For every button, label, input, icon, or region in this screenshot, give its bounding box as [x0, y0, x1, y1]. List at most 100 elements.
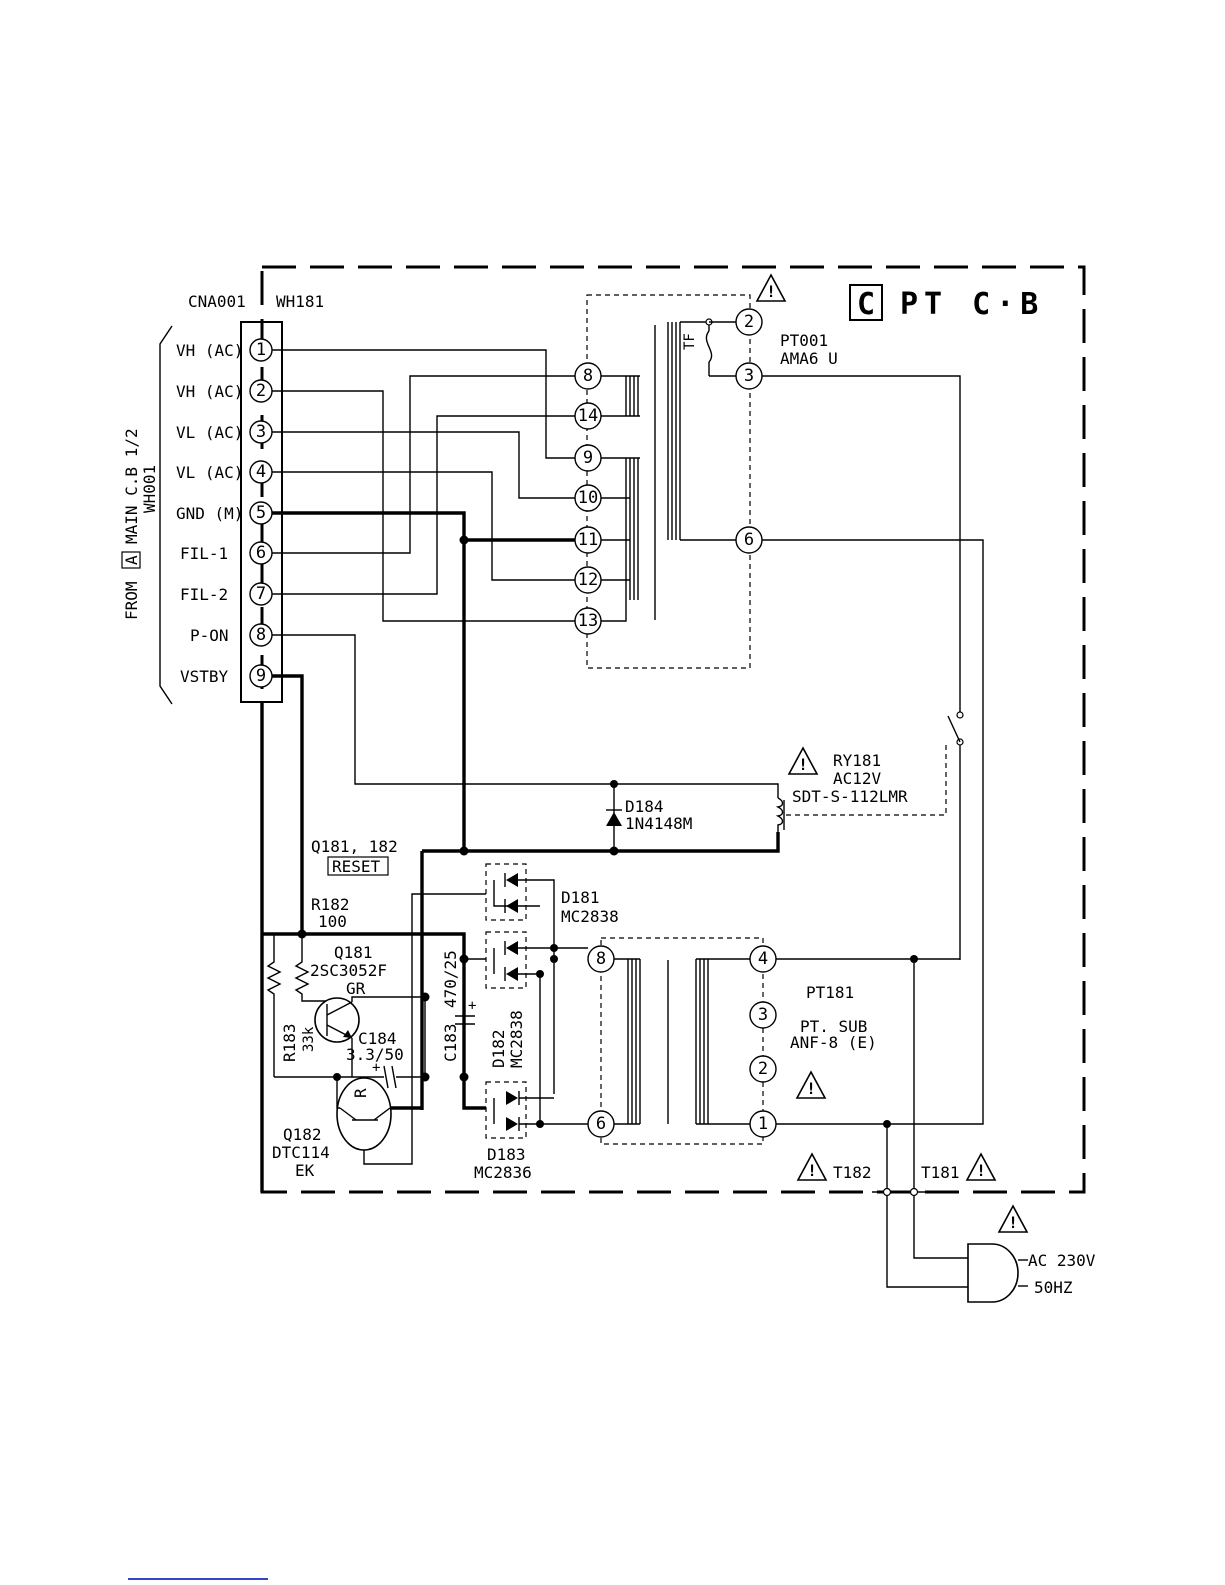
- svg-text:+: +: [372, 1060, 380, 1076]
- svg-text:!: !: [807, 1161, 817, 1180]
- svg-text:2: 2: [256, 381, 266, 401]
- d182-package: [485, 931, 527, 989]
- svg-text:!: !: [798, 755, 808, 774]
- pt001-part: AMA6 U: [780, 349, 838, 368]
- reset-refs: Q181, 182: [311, 837, 398, 856]
- pt001-outline: [586, 294, 751, 669]
- pt001-pin-13: 13: [574, 607, 602, 635]
- svg-text:9: 9: [256, 666, 266, 686]
- junction-dot: [459, 1072, 469, 1082]
- pt001-pin-2: 2: [735, 308, 763, 336]
- svg-text:4: 4: [256, 462, 266, 482]
- svg-text:2: 2: [744, 312, 754, 332]
- c184-ref: C184: [358, 1029, 397, 1048]
- capacitor-c183: +: [424, 959, 476, 1077]
- reset-box: [327, 856, 389, 876]
- pt001-pin-3: 3: [735, 362, 763, 390]
- c184-value: 3.3/50: [346, 1045, 404, 1064]
- connector-pin-2: 2 VH (AC): [176, 379, 273, 403]
- svg-text:13: 13: [578, 611, 598, 631]
- pt001-output-wiring: [762, 375, 984, 1125]
- connector-pin-9: 9 VSTBY: [180, 664, 273, 688]
- c183-ref: C183: [441, 1023, 460, 1062]
- capacitor-c184: +: [274, 1060, 425, 1089]
- footer-link-underline[interactable]: [128, 1578, 268, 1580]
- relay-ry181: [775, 711, 964, 960]
- q182-ref: Q182: [283, 1125, 322, 1144]
- svg-text:VSTBY: VSTBY: [180, 667, 229, 686]
- q182-suffix: EK: [295, 1161, 315, 1180]
- d183-package: [485, 1081, 527, 1139]
- warning-icon: !: [966, 1153, 996, 1181]
- svg-text:6: 6: [256, 543, 266, 563]
- r182-value: 100: [318, 912, 347, 931]
- svg-text:8: 8: [256, 625, 266, 645]
- pt181-pin-6: 6: [587, 1110, 615, 1138]
- svg-text:VL (AC): VL (AC): [176, 463, 243, 482]
- connector-pin-6: 6 FIL-1: [180, 541, 273, 565]
- svg-text:9: 9: [583, 448, 593, 468]
- warning-icon: !: [756, 274, 786, 302]
- pt181-part: ANF-8 (E): [790, 1033, 877, 1052]
- svg-text:1: 1: [758, 1114, 768, 1134]
- d184-ref: D184: [625, 797, 664, 816]
- svg-text:!: !: [766, 282, 776, 301]
- pt181-windings: [614, 958, 750, 1125]
- svg-text:VH (AC): VH (AC): [176, 341, 243, 360]
- svg-text:FIL-1: FIL-1: [180, 544, 228, 563]
- t182-label: T182: [833, 1163, 872, 1182]
- svg-text:12: 12: [578, 570, 598, 590]
- pt001-pin-10: 10: [574, 484, 602, 512]
- svg-text:14: 14: [578, 406, 598, 426]
- junction-dot: [459, 535, 469, 545]
- svg-text:10: 10: [578, 488, 598, 508]
- mains-wiring: [872, 959, 968, 1288]
- diode-d184: [606, 784, 622, 851]
- d184-part: 1N4148M: [625, 814, 692, 833]
- d183-diodes: [493, 1091, 554, 1131]
- pt001-winding-primary: [667, 322, 681, 540]
- q181-ref: Q181: [334, 943, 373, 962]
- pt001-pin-8: 8: [574, 362, 602, 390]
- svg-text:TF: TF: [682, 333, 698, 350]
- resistor-r183: [266, 934, 282, 1077]
- pt001-ref: PT001: [780, 331, 828, 350]
- d183-ref: D183: [487, 1145, 526, 1164]
- junction-dot: [459, 846, 469, 856]
- svg-text:8: 8: [583, 366, 593, 386]
- source-label: FROM A MAIN C.B 1/2 WH001: [121, 428, 159, 620]
- connector-pin-8: 8P-ON: [190, 623, 273, 647]
- connector-pin-1: 1 VH (AC): [176, 338, 273, 362]
- transistor-q181: [314, 996, 425, 1077]
- thermal-fuse: TF: [682, 318, 736, 377]
- svg-text:!: !: [806, 1079, 816, 1098]
- pt001-taps: [600, 321, 736, 622]
- svg-text:2: 2: [758, 1059, 768, 1079]
- pt001-pin-6: 6: [735, 526, 763, 554]
- svg-text:6: 6: [744, 530, 754, 550]
- svg-text:A: A: [122, 555, 141, 565]
- connector-wiring: [272, 349, 779, 798]
- t181-label: T181: [921, 1163, 960, 1182]
- svg-text:3: 3: [758, 1005, 768, 1025]
- svg-text:FIL-2: FIL-2: [180, 585, 228, 604]
- mains-frequency: 50HZ: [1034, 1278, 1073, 1297]
- pt001-pin-9: 9: [574, 444, 602, 472]
- svg-text:11: 11: [578, 530, 598, 550]
- q181-rank: GR: [346, 979, 366, 998]
- board-title: PT C·B: [900, 287, 1044, 322]
- d183-part: MC2836: [474, 1163, 532, 1182]
- r183-value: 33k: [301, 1026, 317, 1052]
- svg-text:1: 1: [256, 340, 266, 360]
- connector-wire: WH181: [276, 292, 324, 311]
- board-letter: C: [857, 287, 875, 322]
- svg-text:!: !: [1008, 1213, 1018, 1232]
- c183-value: 470/25: [441, 950, 460, 1008]
- q182-part: DTC114: [272, 1143, 330, 1162]
- ry181-part: SDT-S-112LMR: [792, 787, 908, 806]
- ry181-ref: RY181: [833, 751, 881, 770]
- pt181-pin-2: 2: [749, 1055, 777, 1083]
- svg-text:VH (AC): VH (AC): [176, 382, 243, 401]
